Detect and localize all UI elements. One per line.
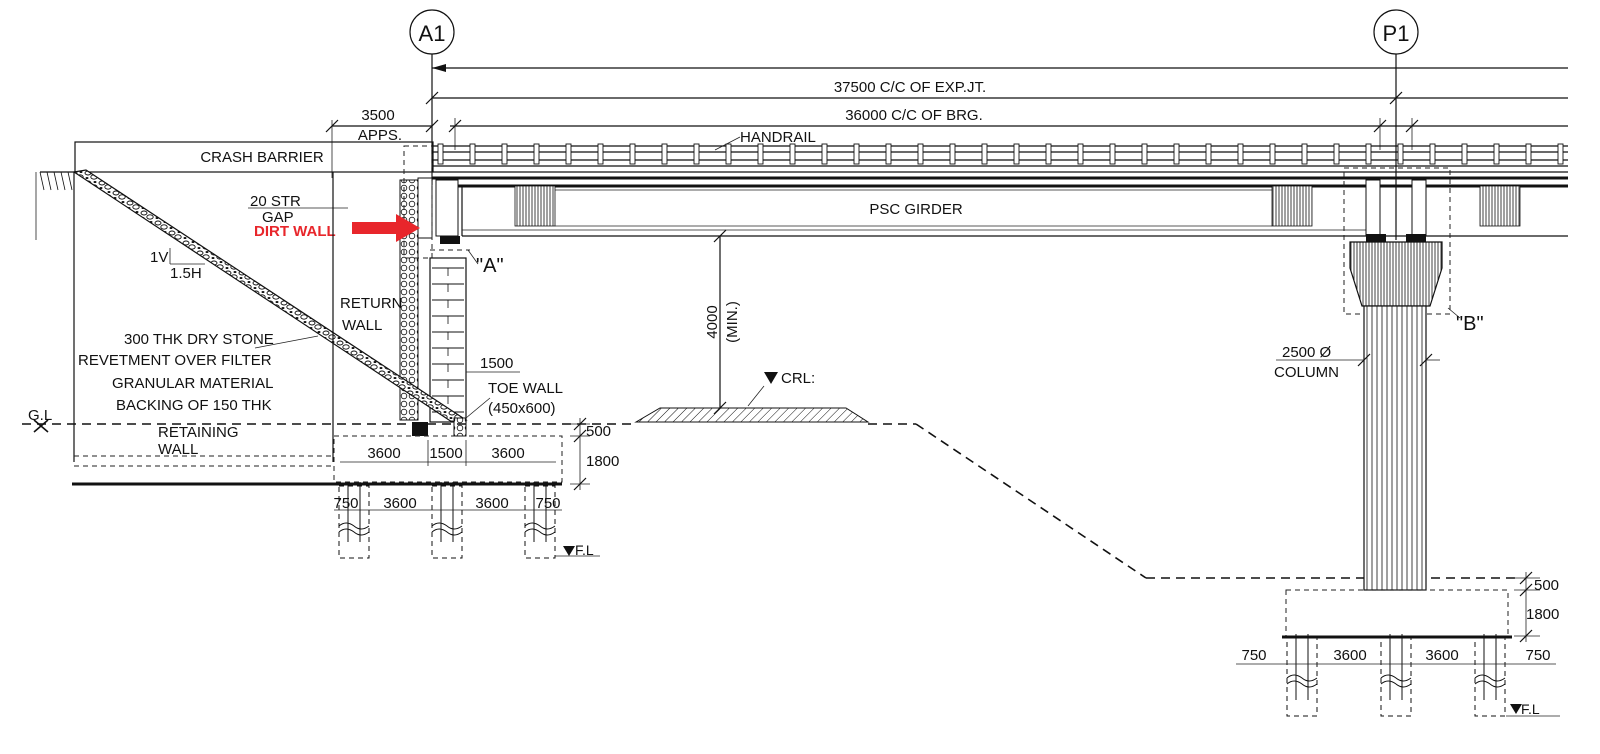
- gridline-a1-label: A1: [419, 21, 446, 46]
- slope-v-label: 1V: [150, 249, 168, 266]
- abutment-foundation: 500 1800 3600 1500 3600 750 3600 3600 75…: [72, 417, 619, 559]
- abut-pile-spacing-2: 3600: [475, 495, 508, 512]
- crl-label: CRL:: [781, 370, 815, 387]
- abut-footing-depth: 1800: [586, 453, 619, 470]
- dim-apps: 3500 APPS.: [325, 107, 439, 178]
- toe-wall-size: (450x600): [488, 400, 556, 417]
- dim-bearing: 36000 C/C OF BRG.: [448, 107, 1568, 150]
- abut-fl-label: F.L: [575, 542, 594, 558]
- gap-label-line1: 20 STR: [250, 193, 301, 210]
- pier-fl-label: F.L: [1521, 701, 1540, 717]
- apps-label: APPS.: [358, 127, 402, 144]
- abut-footing-mid: 1500: [429, 445, 462, 462]
- return-wall-label-1: RETURN: [340, 295, 403, 312]
- abut-cap-depth: 500: [586, 423, 611, 440]
- abut-pile-edge-left: 750: [333, 495, 358, 512]
- dirt-wall-arrow: [352, 214, 420, 242]
- detail-a-label: "A": [476, 255, 504, 277]
- gridline-p1-label: P1: [1383, 21, 1410, 46]
- psc-girder: PSC GIRDER: [461, 185, 1568, 237]
- crl-embankment: 4000 (MIN.) CRL:: [634, 229, 870, 423]
- abut-footing-left: 3600: [367, 445, 400, 462]
- column-label: COLUMN: [1274, 364, 1339, 381]
- crash-barrier-label: CRASH BARRIER: [200, 149, 324, 166]
- retaining-wall-label-2: WALL: [158, 441, 198, 458]
- ground-line: G.L RETAINING WALL: [22, 407, 1520, 579]
- apps-value: 3500: [361, 107, 394, 124]
- slope-h-label: 1.5H: [170, 265, 202, 282]
- dirt-wall-callout: 20 STR GAP DIRT WALL: [248, 193, 420, 242]
- return-wall-base-dim: 1500: [480, 355, 513, 372]
- abutment-top: "A": [399, 145, 504, 421]
- clearance-note: (MIN.): [724, 301, 741, 343]
- slope-revetment: 1V 1.5H 300 THK DRY STONE REVETMENT OVER…: [35, 169, 468, 462]
- abut-pile-edge-right: 750: [535, 495, 560, 512]
- pier-pile-spacing-2: 3600: [1425, 647, 1458, 664]
- pier-foundation: 500 1800 750 3600 3600 750 F.L: [1236, 571, 1560, 717]
- clearance-value: 4000: [704, 305, 721, 338]
- exp-joint-label: 37500 C/C OF EXP.JT.: [834, 79, 986, 96]
- pier-footing-depth: 1800: [1526, 606, 1559, 623]
- gap-label-line2: GAP: [262, 209, 294, 226]
- column-size: 2500 Ø: [1282, 344, 1332, 361]
- return-wall: RETURN WALL 1500: [340, 257, 520, 423]
- gridline-p1: P1: [1373, 9, 1419, 240]
- detail-b-label: "B": [1456, 313, 1484, 335]
- pier-cap-depth: 500: [1534, 577, 1559, 594]
- pier-pile-edge-right: 750: [1525, 647, 1550, 664]
- pier-pile-spacing-1: 3600: [1333, 647, 1366, 664]
- toe-wall: TOE WALL (450x600): [412, 380, 563, 437]
- gl-label: G.L: [28, 407, 52, 424]
- revetment-line-1: 300 THK DRY STONE: [124, 331, 274, 348]
- revetment-line-3: GRANULAR MATERIAL: [112, 375, 273, 392]
- bearing-label: 36000 C/C OF BRG.: [845, 107, 983, 124]
- crash-barrier: CRASH BARRIER: [74, 141, 434, 173]
- pier: "B" 2500 Ø COLUMN: [1274, 167, 1484, 591]
- dim-exp-joint: 37500 C/C OF EXP.JT.: [425, 64, 1568, 105]
- toe-wall-label: TOE WALL: [488, 380, 563, 397]
- retaining-wall-label-1: RETAINING: [158, 424, 239, 441]
- revetment-line-4: BACKING OF 150 THK: [116, 397, 272, 414]
- handrail-label: HANDRAIL: [740, 129, 816, 146]
- psc-girder-label: PSC GIRDER: [869, 201, 963, 218]
- abut-footing-right: 3600: [491, 445, 524, 462]
- deck-handrail: HANDRAIL: [432, 129, 1568, 188]
- return-wall-label-2: WALL: [342, 317, 382, 334]
- dirt-wall-label: DIRT WALL: [254, 223, 336, 240]
- pier-pile-edge-left: 750: [1241, 647, 1266, 664]
- abut-pile-spacing-1: 3600: [383, 495, 416, 512]
- revetment-line-2: REVETMENT OVER FILTER: [78, 352, 272, 369]
